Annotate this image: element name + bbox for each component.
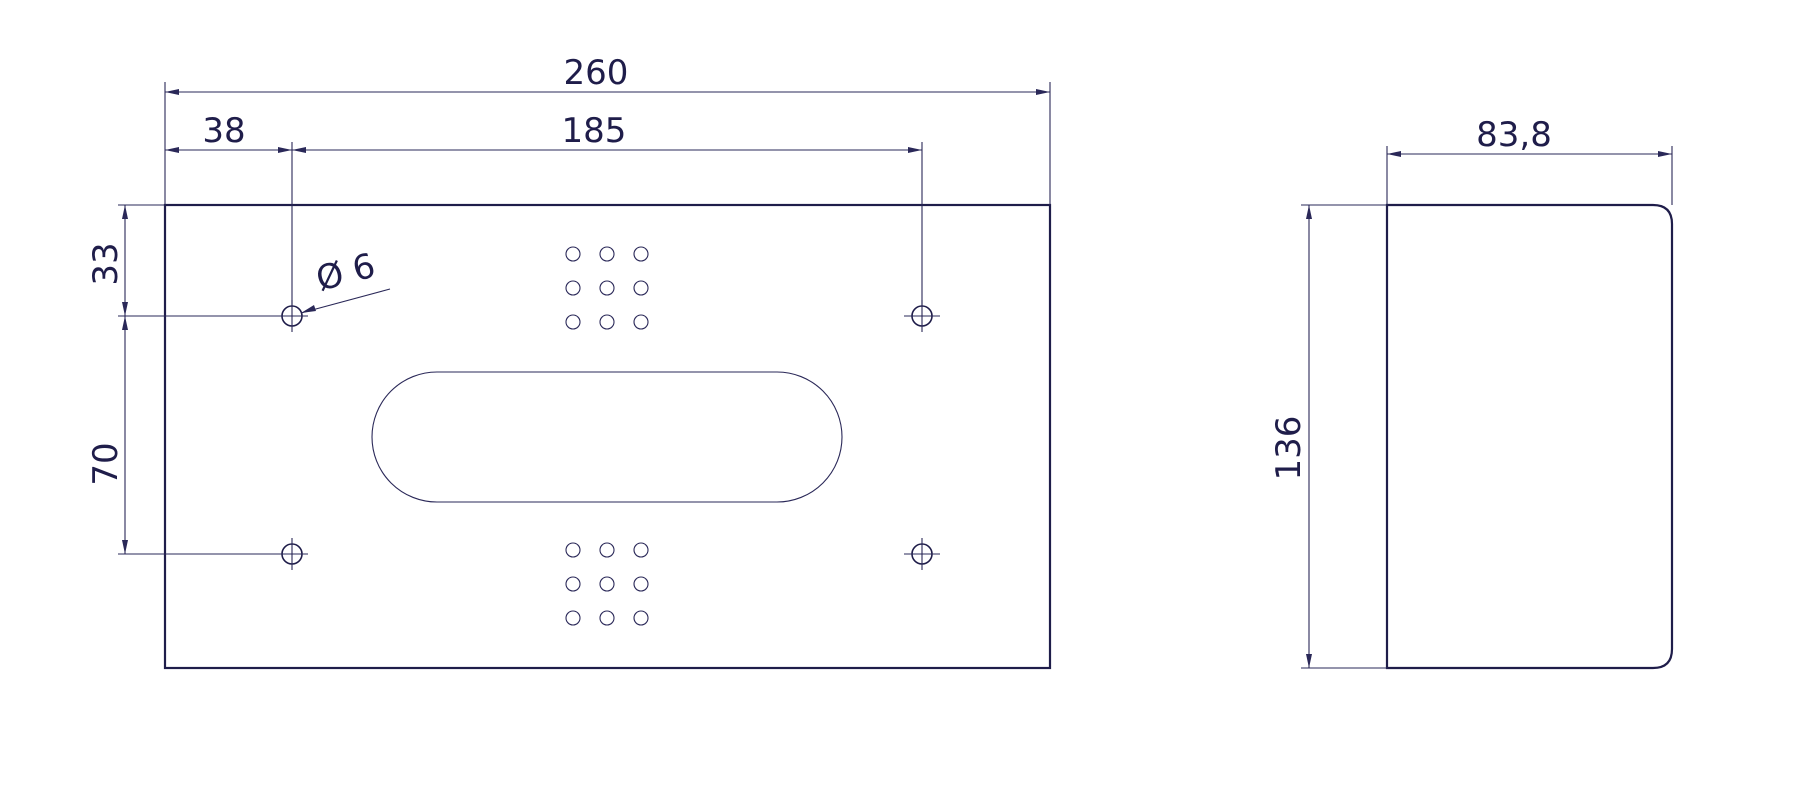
mounting-hole-bottom-right — [904, 538, 940, 570]
vent-holes-top — [565, 246, 649, 330]
vent-hole — [633, 314, 649, 330]
vent-holes-bottom — [565, 542, 649, 626]
vent-hole — [633, 542, 649, 558]
vent-hole — [599, 610, 615, 626]
vent-hole — [599, 246, 615, 262]
hole-spacing-x-label: 185 — [562, 111, 627, 151]
vent-hole — [565, 246, 581, 262]
hole-diameter-label: Ø 6 — [312, 246, 380, 300]
dimension-side-height: 136 — [1269, 204, 1387, 669]
side-view-outline — [1385, 203, 1674, 670]
front-view-outline — [163, 203, 1052, 670]
vent-hole — [565, 542, 581, 558]
vent-hole — [565, 280, 581, 296]
dimension-overall-width: 260 — [164, 53, 1051, 205]
overall-width-label: 260 — [564, 53, 629, 93]
dimension-hole-spacing-x: 185 — [292, 111, 923, 306]
dispenser-slot — [371, 371, 843, 503]
vent-hole — [565, 576, 581, 592]
hole-offset-x-label: 38 — [202, 111, 245, 151]
vent-hole — [633, 280, 649, 296]
side-height-label: 136 — [1269, 416, 1309, 481]
vent-hole — [565, 314, 581, 330]
vent-hole — [633, 246, 649, 262]
dimension-hole-diameter: Ø 6 — [300, 246, 391, 314]
side-depth-label: 83,8 — [1476, 115, 1552, 155]
dimension-hole-offset-y: 33 — [86, 204, 282, 317]
dimension-side-depth: 83,8 — [1386, 115, 1673, 205]
hole-spacing-y-label: 70 — [86, 442, 126, 485]
vent-hole — [633, 610, 649, 626]
vent-hole — [599, 542, 615, 558]
hole-offset-y-label: 33 — [86, 242, 126, 285]
vent-hole — [599, 280, 615, 296]
side-view — [1385, 203, 1674, 670]
vent-hole — [599, 314, 615, 330]
dimension-hole-spacing-y: 70 — [86, 316, 282, 555]
vent-hole — [599, 576, 615, 592]
vent-hole — [633, 576, 649, 592]
dimension-hole-offset-x: 38 — [165, 111, 293, 306]
front-view — [163, 203, 1052, 670]
vent-hole — [565, 610, 581, 626]
